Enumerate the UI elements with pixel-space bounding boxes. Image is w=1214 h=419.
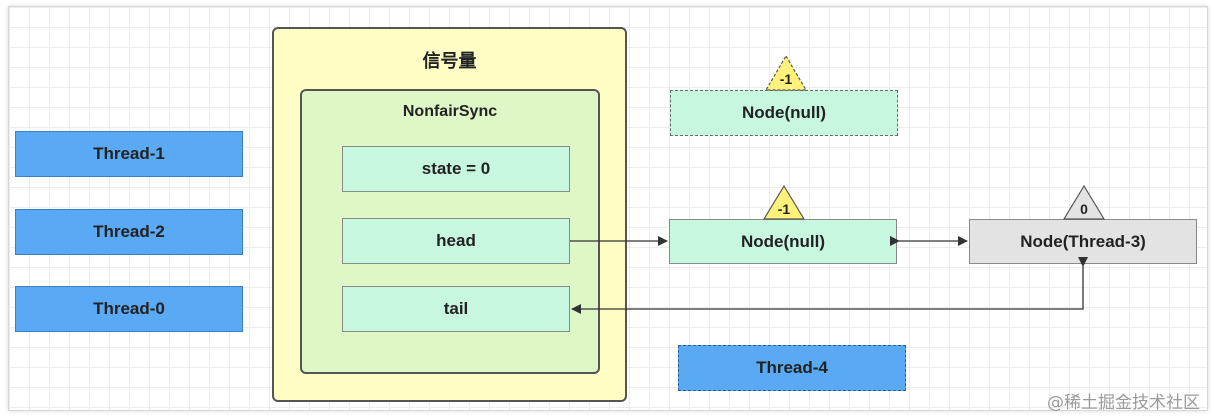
head-field: head — [342, 218, 570, 264]
thread-box-0: Thread-0 — [15, 286, 243, 332]
node-top-dashed: Node(null) — [670, 90, 898, 136]
thread-box-1: Thread-1 — [15, 131, 243, 177]
state-field: state = 0 — [342, 146, 570, 192]
watermark-text: @稀土掘金技术社区 — [1047, 393, 1200, 413]
nonfair-sync-title: NonfairSync — [402, 103, 498, 120]
node-tail-thread-3: Node(Thread-3) — [969, 219, 1197, 264]
state-label-top-node: -1 — [779, 71, 793, 87]
triangle-head-node — [762, 184, 806, 220]
thread-box-2: Thread-2 — [15, 209, 243, 255]
tail-field: tail — [342, 286, 570, 332]
node-head: Node(null) — [669, 219, 897, 264]
triangle-tail-node — [1062, 184, 1106, 220]
arrow-tail-link — [571, 257, 1088, 314]
triangle-top-node — [764, 54, 808, 91]
state-label-head-node: -1 — [777, 201, 791, 217]
semaphore-title: 信号量 — [422, 51, 477, 71]
state-label-tail-node: 0 — [1080, 201, 1088, 217]
thread-box-4: Thread-4 — [678, 345, 906, 391]
